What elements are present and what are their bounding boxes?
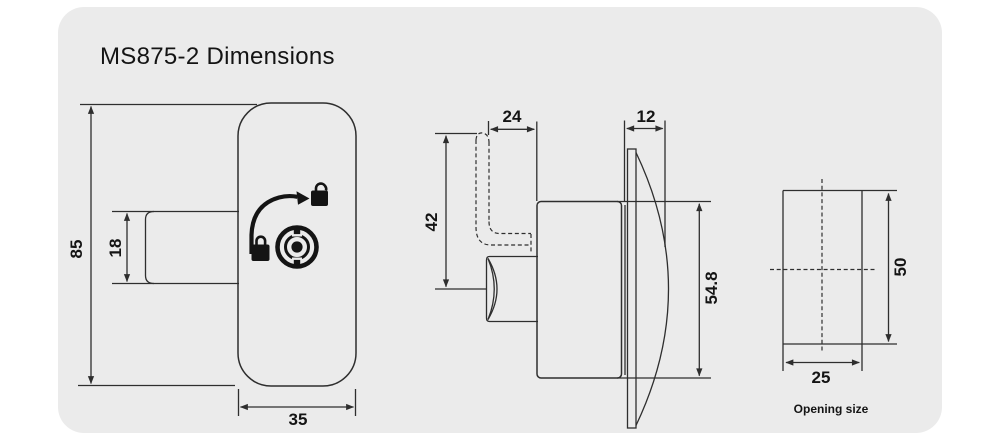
dim-label-cam-offset: 24: [502, 107, 522, 126]
dim-label-opening-height: 50: [891, 257, 910, 277]
body-outline: [536, 200, 623, 379]
dim-label-body-height: 54.8: [702, 271, 721, 305]
dim-label-front-height: 85: [67, 239, 86, 259]
dim-label-opening-width: 25: [811, 368, 831, 387]
dim-label-head-depth: 12: [636, 107, 656, 126]
dim-35: [237, 389, 357, 416]
side-view-drawing: [435, 120, 711, 429]
dim-label-latch-height: 18: [106, 238, 125, 258]
dim-label-front-width: 35: [288, 410, 308, 429]
flange-outline: [626, 148, 670, 429]
front-view-drawing: [78, 102, 357, 416]
lock-rotation-icon: [249, 182, 328, 269]
cam-outline: [485, 255, 538, 323]
dim-12: [623, 120, 666, 247]
dim-label-cam-length: 42: [422, 212, 441, 232]
opening-view-drawing: [770, 179, 897, 371]
dim-24: [487, 121, 538, 201]
open-padlock-icon: [311, 182, 328, 206]
dim-42: [435, 132, 486, 290]
opening-rect: [782, 189, 897, 371]
rotate-arrow-icon: [249, 191, 310, 254]
cam-lock-face-icon: [275, 225, 319, 269]
dim-85: [78, 103, 257, 387]
latch-outline: [112, 210, 239, 285]
page-title: MS875-2 Dimensions: [100, 43, 335, 70]
opening-size-caption: Opening size: [793, 402, 869, 416]
lock-body-outline: [237, 102, 357, 387]
dim-54-8: [617, 200, 711, 379]
closed-padlock-icon: [251, 235, 270, 261]
dashed-cam-outline: [475, 132, 532, 253]
